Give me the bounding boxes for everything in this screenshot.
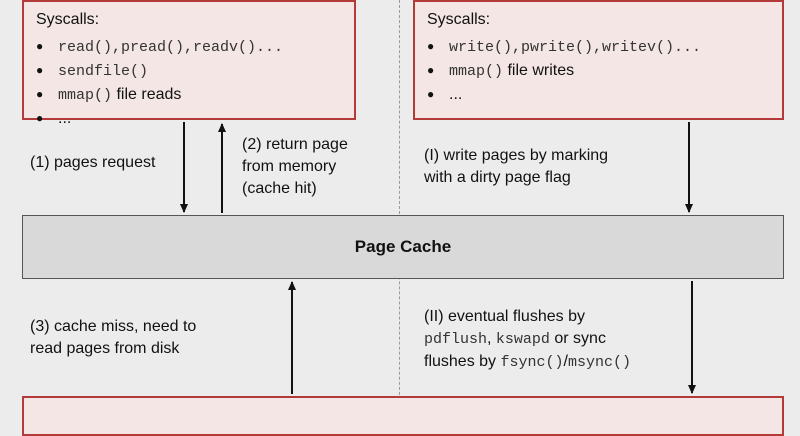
flushes-segment: (II) eventual flushes by bbox=[424, 308, 585, 325]
pages-request-label: (1) pages request bbox=[30, 154, 156, 171]
flushes-segment: msync() bbox=[567, 354, 631, 371]
read-syscalls-list: ● read(),pread(),readv()... ● sendfile() ● mm… bbox=[36, 34, 283, 130]
read-syscall-segment: sendfile() bbox=[58, 63, 149, 80]
flushes-segment: / bbox=[563, 353, 568, 370]
write-syscall-segment: file writes bbox=[503, 62, 575, 79]
bullet-icon: ● bbox=[36, 111, 44, 125]
flushes-line: pdflush, kswapd or sync bbox=[424, 328, 631, 351]
write-syscall-item: ● write(),pwrite(),writev()... bbox=[427, 34, 701, 58]
read-syscall-item: ● sendfile() bbox=[36, 58, 283, 82]
page-cache-box: Page Cache bbox=[22, 215, 784, 279]
read-syscall-item: ● mmap() file reads bbox=[36, 82, 283, 106]
flushes-segment: pdflush bbox=[424, 331, 488, 348]
bullet-icon: ● bbox=[427, 39, 435, 53]
center-divider bbox=[399, 0, 400, 420]
bullet-icon: ● bbox=[36, 39, 44, 53]
write-syscall-segment: ... bbox=[449, 86, 463, 103]
write-syscall-segment: write(),pwrite(),writev()... bbox=[449, 39, 702, 56]
arrows-layer bbox=[180, 122, 696, 394]
cache-miss-label: (3) cache miss, need to read pages from … bbox=[30, 316, 196, 360]
write-pages-line-1: (I) write pages by marking bbox=[424, 147, 609, 164]
bullet-icon: ● bbox=[427, 63, 435, 77]
read-syscall-segment: ... bbox=[58, 110, 72, 127]
flushes-segment: kswapd bbox=[495, 331, 550, 348]
write-pages-line-2: with a dirty page flag bbox=[424, 169, 571, 186]
bullet-icon: ● bbox=[36, 87, 44, 101]
write-syscalls-title: Syscalls: bbox=[427, 11, 491, 28]
flushes-label: (II) eventual flushes by pdflush, kswapd … bbox=[424, 306, 631, 374]
read-syscall-segment: read(),pread(),readv()... bbox=[58, 39, 284, 56]
write-syscalls-box: Syscalls: ●write(),pwrite(),writev()...●… bbox=[413, 0, 784, 120]
read-syscall-item: ●... bbox=[36, 106, 283, 130]
read-syscall-item: ● read(),pread(),readv()... bbox=[36, 34, 283, 58]
write-syscall-segment: mmap() bbox=[449, 63, 504, 80]
flushes-segment: fsync() bbox=[500, 354, 564, 371]
write-pages-label: (I) write pages by marking with a dirty … bbox=[424, 145, 608, 189]
write-syscalls-list: ● write(),pwrite(),writev()... ● mmap() fil… bbox=[427, 34, 701, 106]
return-page-label: (2) return page from memory (cache hit) bbox=[242, 134, 348, 200]
read-syscall-segment: mmap() bbox=[58, 87, 113, 104]
cache-miss-line-1: (3) cache miss, need to bbox=[30, 318, 197, 335]
write-syscall-item: ● mmap() file writes bbox=[427, 58, 701, 82]
page-cache-label: Page Cache bbox=[354, 237, 452, 256]
return-page-line-2: from memory bbox=[242, 158, 337, 175]
flushes-segment: flushes by bbox=[424, 353, 501, 370]
read-syscalls-title: Syscalls: bbox=[36, 11, 100, 28]
bullet-icon: ● bbox=[427, 87, 435, 101]
write-syscall-item: ●... bbox=[427, 82, 701, 106]
cache-miss-line-2: read pages from disk bbox=[30, 340, 180, 357]
read-syscalls-box: Syscalls: ● read(),pread(),readv()... ● sen… bbox=[22, 0, 356, 127]
return-page-line-3: (cache hit) bbox=[242, 180, 317, 197]
flushes-line: flushes by fsync()/msync() bbox=[424, 351, 631, 374]
flushes-segment: , bbox=[487, 330, 496, 347]
return-page-line-1: (2) return page bbox=[242, 136, 348, 153]
read-syscall-segment: file reads bbox=[112, 86, 182, 103]
bullet-icon: ● bbox=[36, 63, 44, 77]
flushes-segment: or sync bbox=[549, 330, 606, 347]
flushes-line: (II) eventual flushes by bbox=[424, 306, 631, 328]
